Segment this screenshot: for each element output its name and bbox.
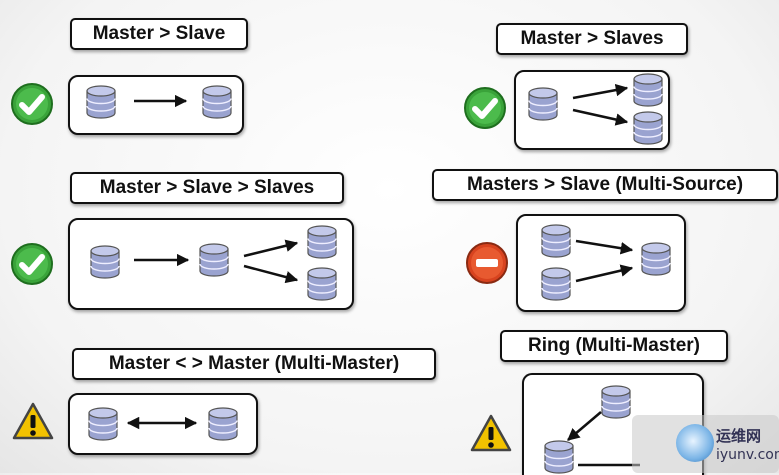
database-icon: [632, 111, 664, 145]
title-master-slave: Master > Slave: [70, 18, 248, 50]
watermark-logo-icon: [676, 424, 714, 462]
database-icon: [201, 85, 233, 119]
database-icon: [87, 407, 119, 441]
checkmark-icon: [10, 242, 54, 286]
database-icon: [540, 224, 572, 258]
database-icon: [540, 267, 572, 301]
database-icon: [600, 385, 632, 419]
database-icon: [85, 85, 117, 119]
title-ring-multi-master: Ring (Multi-Master): [500, 330, 728, 362]
database-icon: [640, 242, 672, 276]
database-icon: [306, 225, 338, 259]
database-icon: [207, 407, 239, 441]
title-master-slave-slaves: Master > Slave > Slaves: [70, 172, 344, 204]
checkmark-icon: [10, 82, 54, 126]
database-icon: [543, 440, 575, 474]
database-icon: [89, 245, 121, 279]
title-master-slaves: Master > Slaves: [496, 23, 688, 55]
watermark-line1: 运维网: [716, 427, 762, 445]
database-icon: [527, 87, 559, 121]
database-icon: [306, 267, 338, 301]
watermark-line2: iyunv.com: [716, 447, 779, 463]
database-icon: [198, 243, 230, 277]
title-masters-slave-multi-source: Masters > Slave (Multi-Source): [432, 169, 778, 201]
title-master-master-multi-master: Master < > Master (Multi-Master): [72, 348, 436, 380]
no-entry-icon: [465, 241, 509, 285]
warning-icon: [11, 400, 55, 444]
database-icon: [632, 73, 664, 107]
warning-icon: [469, 412, 513, 456]
checkmark-icon: [463, 86, 507, 130]
